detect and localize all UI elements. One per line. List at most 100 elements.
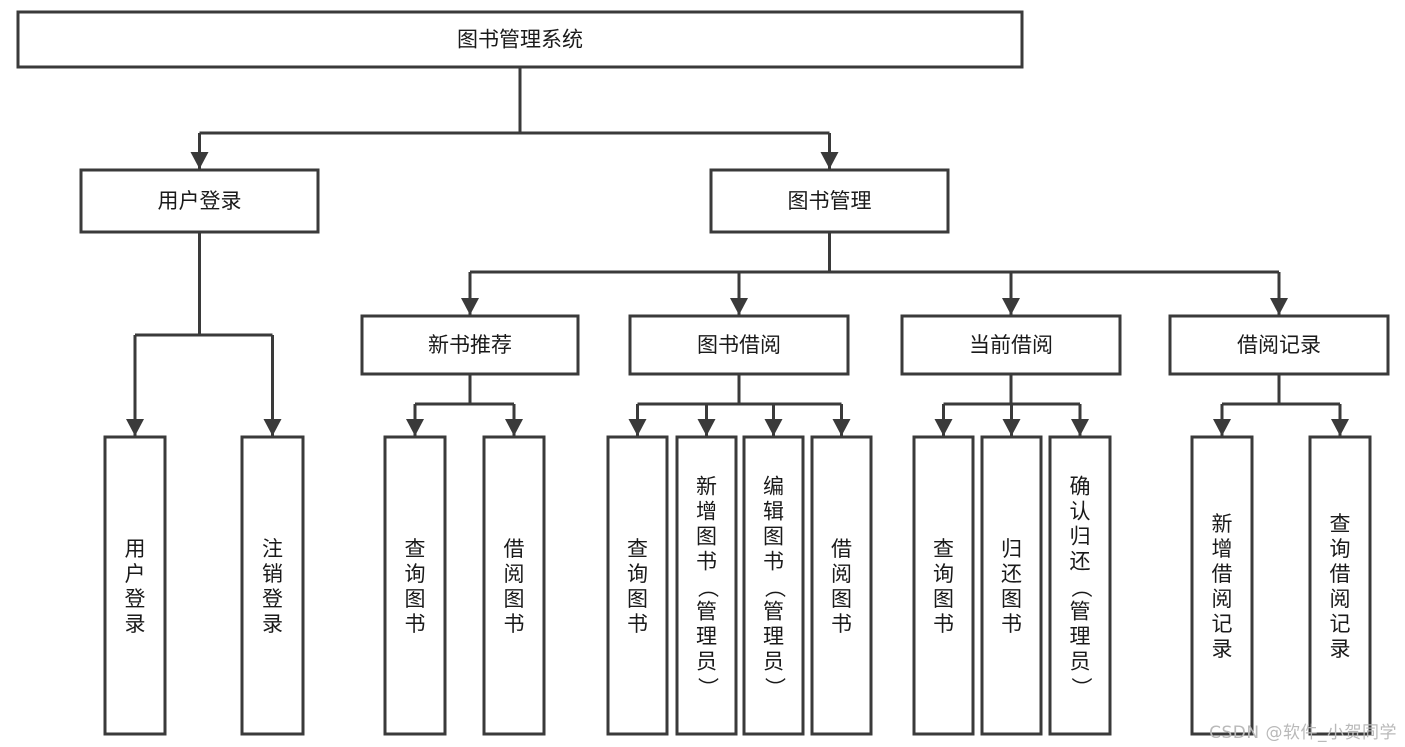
node-label-char: 阅 xyxy=(831,562,852,586)
node-label-char: 阅 xyxy=(504,562,525,586)
node-label-char: 图 xyxy=(696,525,717,549)
node-label-char: 员 xyxy=(763,650,784,674)
node-label-char: 书 xyxy=(504,612,525,636)
node-label-char: 书 xyxy=(763,550,784,574)
node-box[interactable] xyxy=(1190,435,1254,736)
node-label-char: 记 xyxy=(1330,612,1351,636)
arrow-head-icon xyxy=(1213,419,1231,436)
node-box[interactable] xyxy=(675,435,738,736)
node-borrow-record[interactable]: 借阅记录 xyxy=(1168,314,1390,376)
node-label-char: 登 xyxy=(262,587,283,611)
node-box[interactable] xyxy=(742,435,805,736)
node-book-borrow[interactable]: 图书借阅 xyxy=(628,314,850,376)
node-box[interactable] xyxy=(900,314,1122,376)
node-label-char: （ xyxy=(1069,577,1093,598)
node-label-char: （ xyxy=(696,577,720,598)
node-box[interactable] xyxy=(980,435,1043,736)
node-label-char: 书 xyxy=(627,612,648,636)
node-user-login[interactable]: 用户登录 xyxy=(79,168,320,234)
node-label-char: 记 xyxy=(1212,612,1233,636)
node-box[interactable] xyxy=(1308,435,1372,736)
node-label-char: 查 xyxy=(933,537,954,561)
node-label-char: 辑 xyxy=(763,500,784,524)
node-book-manage[interactable]: 图书管理 xyxy=(709,168,950,234)
node-label-char: 阅 xyxy=(1330,587,1351,611)
node-box[interactable] xyxy=(482,435,546,736)
node-label-char: ） xyxy=(696,677,720,698)
connector-layer xyxy=(126,67,1349,436)
node-label: 图书管理系统 xyxy=(457,28,583,52)
node-box[interactable] xyxy=(606,435,669,736)
arrow-head-icon xyxy=(764,419,783,436)
arrow-head-icon xyxy=(406,419,424,436)
node-root[interactable]: 图书管理系统 xyxy=(16,10,1024,69)
node-label-char: 书 xyxy=(696,550,717,574)
node-label-char: 询 xyxy=(933,562,954,586)
node-label: 用户登录 xyxy=(158,189,242,213)
arrow-head-icon xyxy=(461,298,479,315)
node-label-char: 阅 xyxy=(1212,587,1233,611)
arrow-head-icon xyxy=(628,419,647,436)
node-label-char: 书 xyxy=(831,612,852,636)
node-layer: 图书管理系统用户登录图书管理新书推荐图书借阅当前借阅借阅记录用户登录注销登录查询… xyxy=(16,10,1390,736)
node-box[interactable] xyxy=(810,435,873,736)
node-label-char: 编 xyxy=(763,475,784,499)
node-leaf-user-login[interactable]: 用户登录 xyxy=(103,435,167,736)
node-label-char: 图 xyxy=(1001,587,1022,611)
node-label: 借阅记录 xyxy=(1237,333,1321,357)
node-label-char: 询 xyxy=(405,562,426,586)
arrow-head-icon xyxy=(1002,298,1020,315)
node-box[interactable] xyxy=(240,435,305,736)
node-box[interactable] xyxy=(360,314,580,376)
node-box[interactable] xyxy=(383,435,447,736)
node-label-char: 增 xyxy=(1212,537,1233,561)
node-label-char: 图 xyxy=(627,587,648,611)
node-label-char: ） xyxy=(1069,677,1093,698)
node-label-char: 理 xyxy=(1070,625,1091,649)
node-box[interactable] xyxy=(912,435,975,736)
node-label-char: 借 xyxy=(1212,562,1233,586)
node-current-borrow[interactable]: 当前借阅 xyxy=(900,314,1122,376)
node-label-char: 用 xyxy=(125,537,146,561)
node-label-char: 询 xyxy=(1330,537,1351,561)
node-label-char: 借 xyxy=(831,537,852,561)
node-box[interactable] xyxy=(709,168,950,234)
node-label-char: 查 xyxy=(405,537,426,561)
node-label-char: 图 xyxy=(831,587,852,611)
node-label: 图书借阅 xyxy=(697,333,781,357)
arrow-head-icon xyxy=(505,419,523,436)
node-label-char: 录 xyxy=(262,612,283,636)
node-box[interactable] xyxy=(628,314,850,376)
node-label-char: 登 xyxy=(125,587,146,611)
node-label-char: 查 xyxy=(627,537,648,561)
node-label-char: 新 xyxy=(1212,512,1233,536)
node-box[interactable] xyxy=(1048,435,1112,736)
node-box[interactable] xyxy=(103,435,167,736)
node-new-book-rec[interactable]: 新书推荐 xyxy=(360,314,580,376)
node-label-char: 销 xyxy=(262,562,283,586)
node-box[interactable] xyxy=(79,168,320,234)
arrow-head-icon xyxy=(1270,298,1288,315)
node-box[interactable] xyxy=(1168,314,1390,376)
node-label-char: 书 xyxy=(405,612,426,636)
node-label-char: 理 xyxy=(763,625,784,649)
node-label-char: 询 xyxy=(627,562,648,586)
node-box[interactable] xyxy=(16,10,1024,69)
node-label-char: 归 xyxy=(1001,537,1022,561)
node-label: 图书管理 xyxy=(788,189,872,213)
arrow-head-icon xyxy=(1331,419,1349,436)
